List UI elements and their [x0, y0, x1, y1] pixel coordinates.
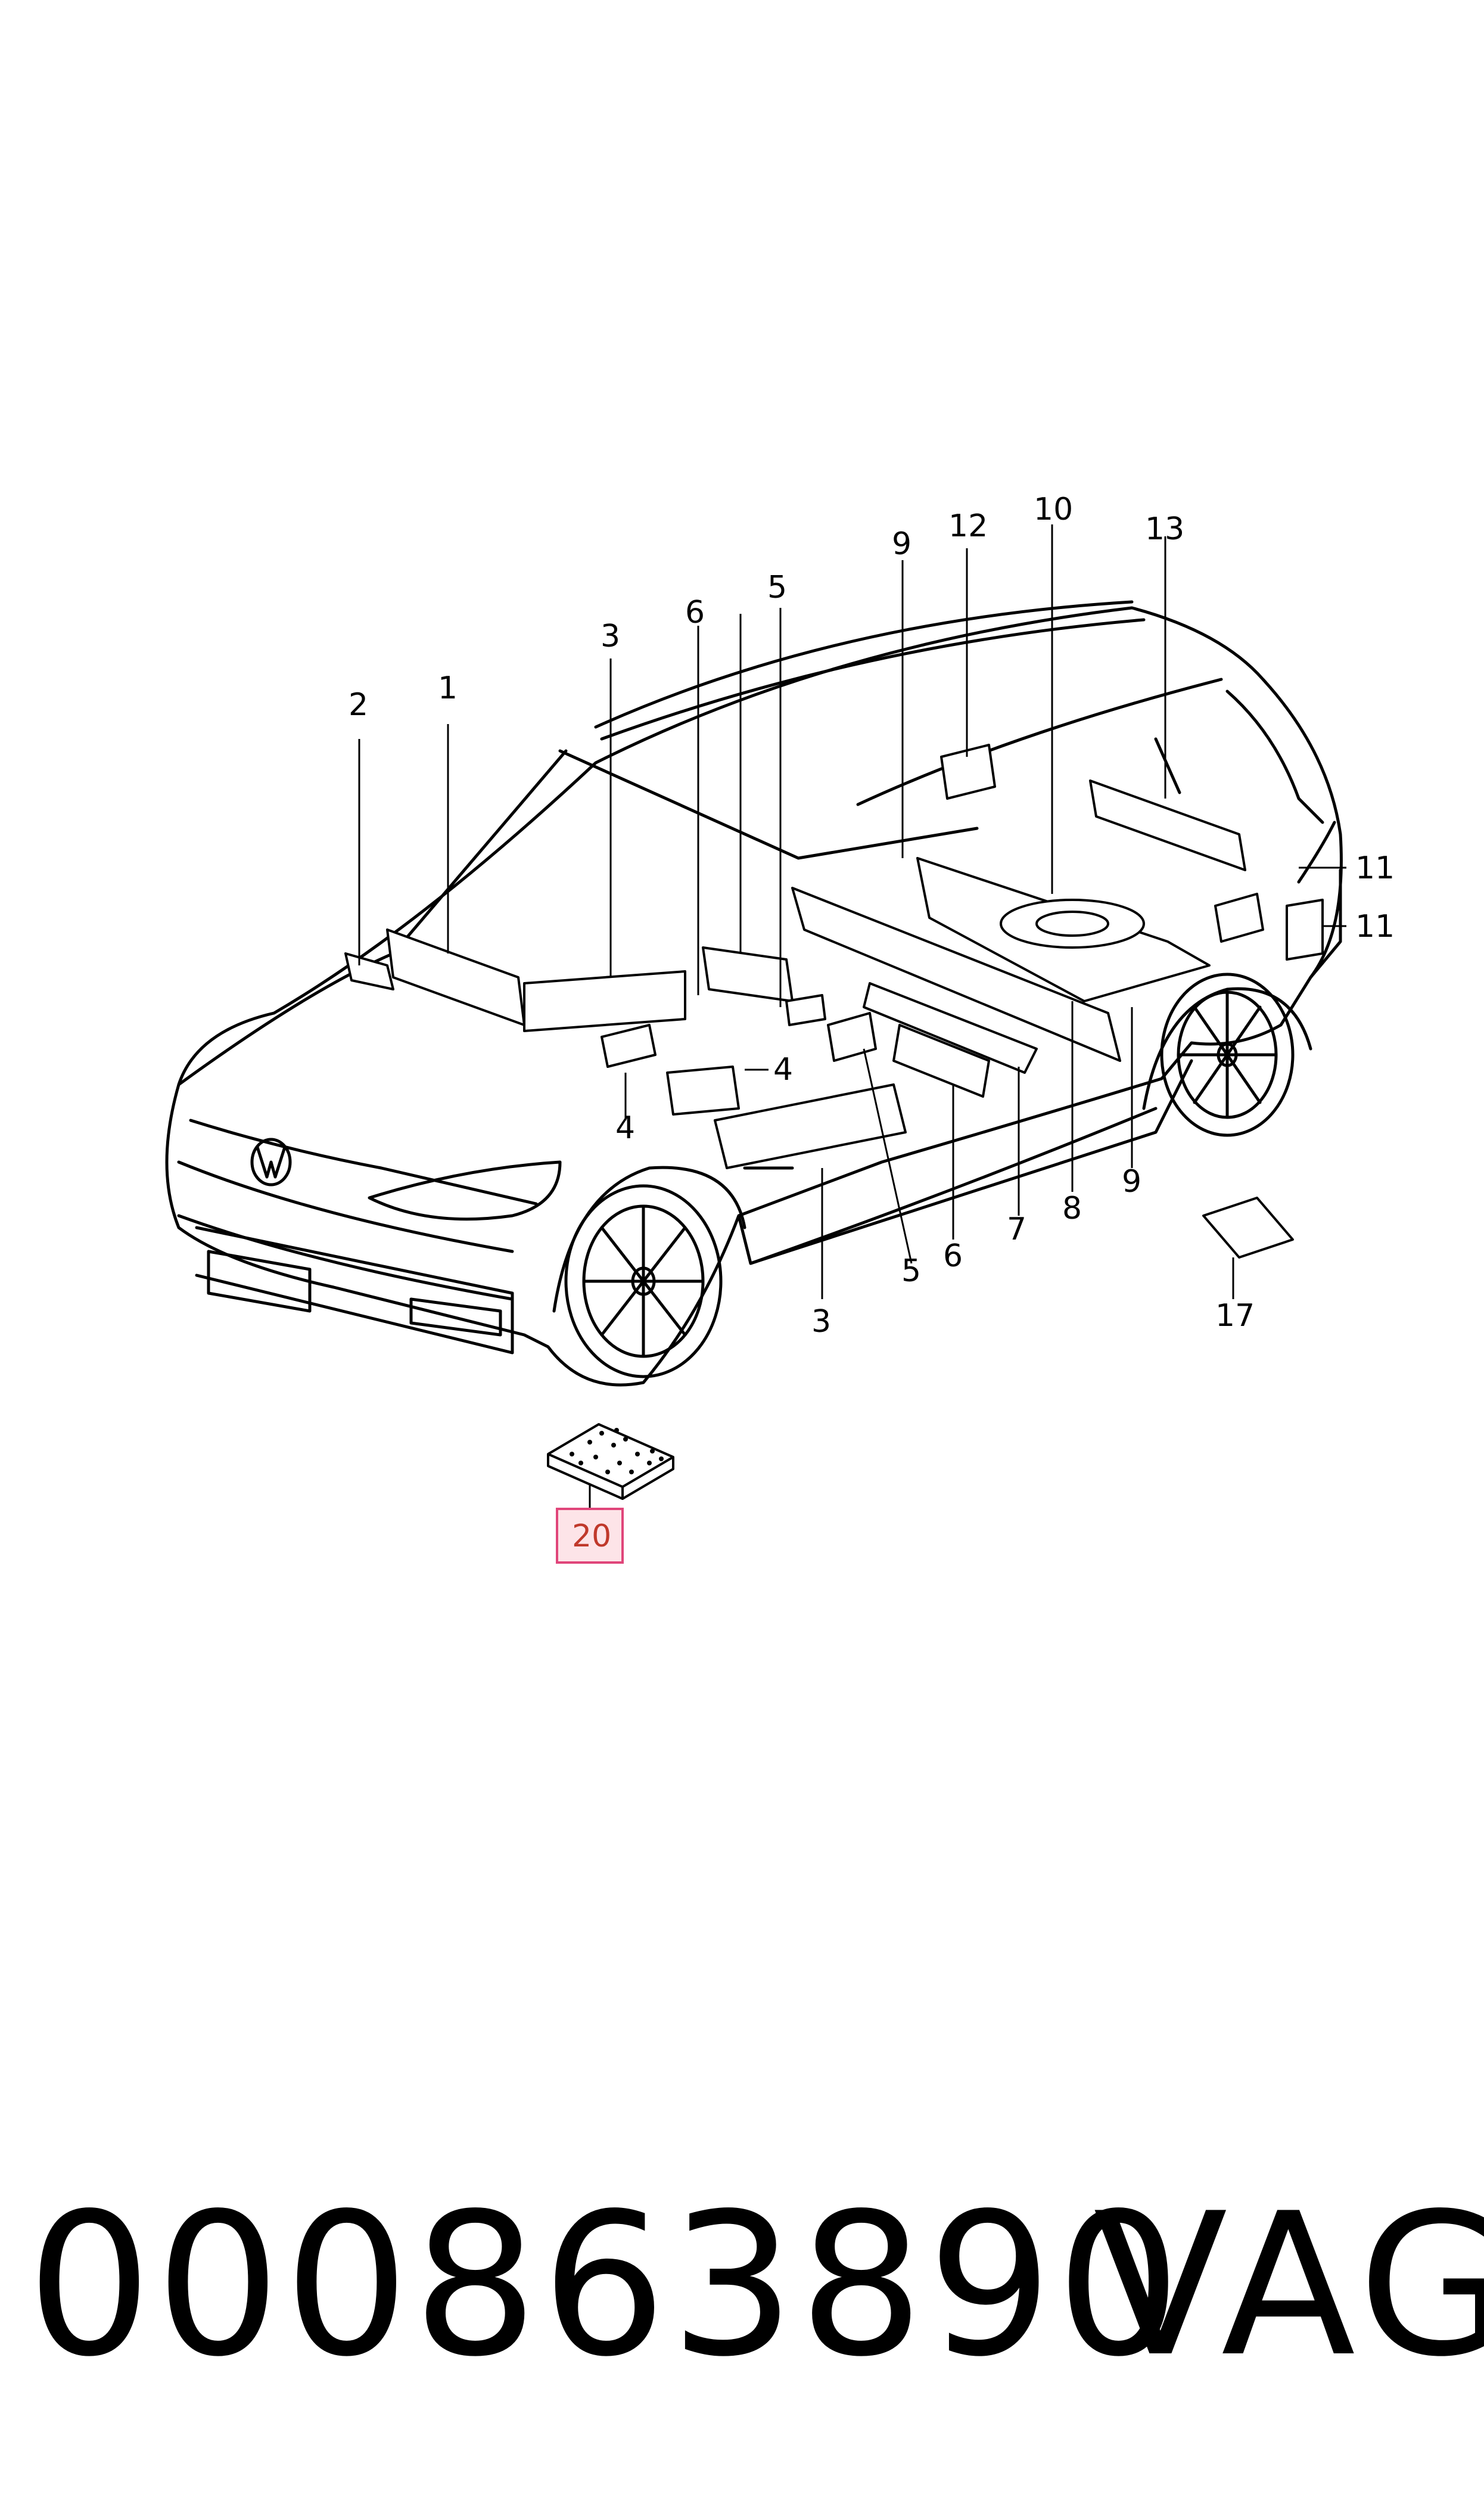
leader-lines: [358, 524, 1346, 1508]
callout-2: 2: [349, 687, 368, 723]
highlighted-callout-20: 20: [556, 1508, 624, 1564]
callout-11b: 11: [1355, 909, 1395, 945]
callout-9: 9: [892, 526, 911, 562]
callout-11: 11: [1355, 850, 1395, 886]
callout-9b: 9: [1122, 1164, 1141, 1200]
callout-13: 13: [1145, 511, 1184, 547]
part-number-label: 000863890: [27, 2171, 1185, 2400]
callout-4b: 4: [615, 1110, 635, 1146]
callout-3b: 3: [811, 1304, 831, 1340]
callout-20: 20: [572, 1518, 611, 1554]
callout-6: 6: [685, 595, 705, 630]
callout-5b: 5: [901, 1253, 921, 1289]
callout-labels: 1 2 3 3 4 4 5 5 6 6 7 8 9 9 10 11 11 12 …: [349, 492, 1395, 1340]
callout-4: 4: [773, 1052, 793, 1088]
callout-8: 8: [1062, 1191, 1082, 1226]
callout-6b: 6: [943, 1238, 963, 1274]
callout-10: 10: [1034, 492, 1073, 527]
callout-5: 5: [767, 570, 787, 605]
insulation-pads: [344, 744, 1324, 1259]
brand-label: VAG: [1093, 2171, 1484, 2400]
callout-3: 3: [601, 619, 620, 654]
callout-1: 1: [438, 670, 458, 706]
callout-7: 7: [1007, 1212, 1026, 1247]
callout-17: 17: [1215, 1298, 1255, 1334]
car-body-drawing: [165, 600, 1343, 1387]
callout-12: 12: [948, 508, 988, 544]
insulation-mat-part-20: [547, 1423, 674, 1500]
